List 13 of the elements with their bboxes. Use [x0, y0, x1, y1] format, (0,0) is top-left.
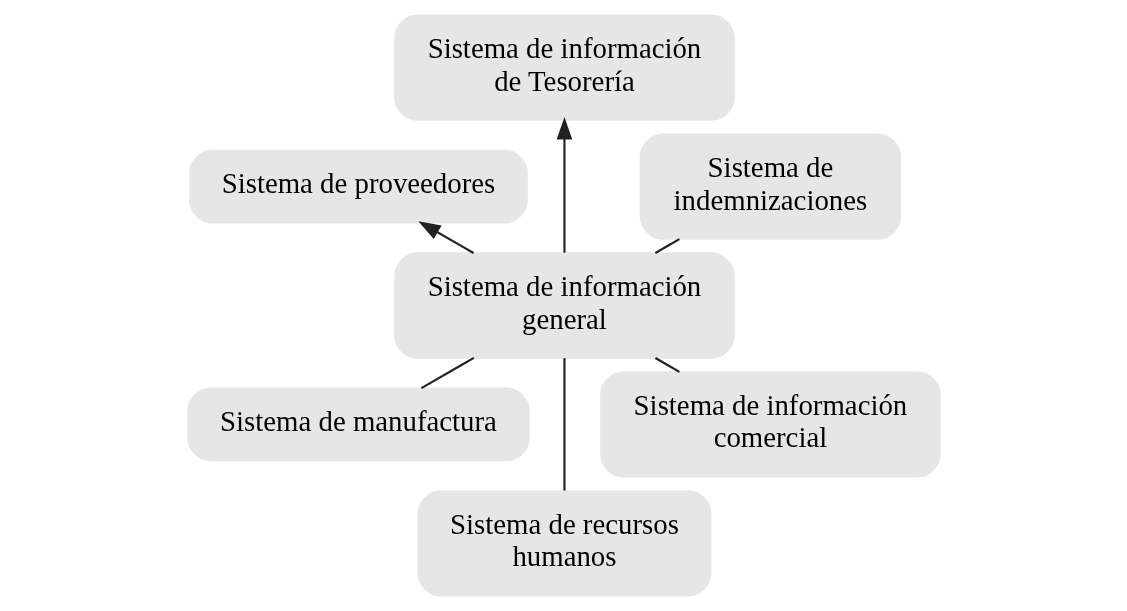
- connector: [562, 358, 566, 491]
- connector: [420, 356, 474, 390]
- node-box: Sistema de recursos humanos: [417, 490, 711, 597]
- node-box: Sistema de información comercial: [599, 371, 941, 478]
- node-box: Sistema de proveedores: [188, 149, 528, 224]
- connector: [654, 357, 680, 373]
- node-box: Sistema de información de Tesorería: [393, 14, 735, 121]
- arrow: [556, 117, 572, 253]
- node-box: Sistema de indemnizaciones: [639, 133, 901, 240]
- node-box: Sistema de información general: [393, 252, 735, 359]
- arrow: [417, 221, 474, 254]
- connector: [654, 238, 680, 254]
- node-box: Sistema de manufactura: [186, 387, 530, 462]
